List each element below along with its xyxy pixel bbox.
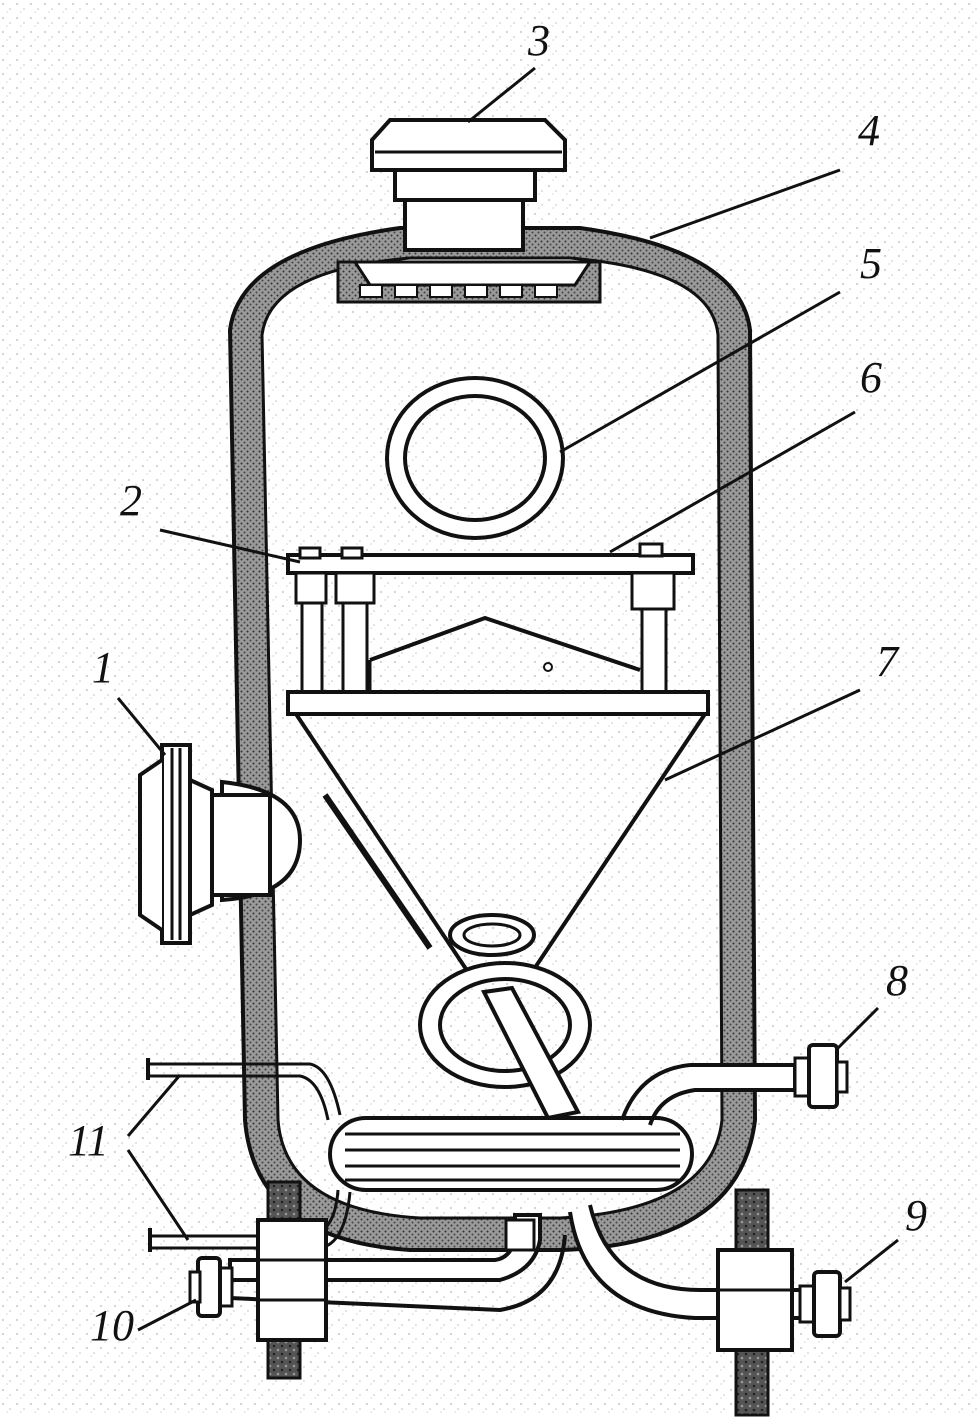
leader-1	[116, 697, 167, 756]
lower-pipe-left	[188, 1180, 567, 1380]
leader-3	[467, 66, 536, 124]
outlet-pipe-right	[620, 1043, 849, 1126]
label-9: 9	[905, 1191, 927, 1240]
label-1: 1	[92, 643, 114, 692]
lower-pipe-right	[568, 1188, 852, 1417]
leader-11a	[126, 1074, 182, 1137]
leader-10	[137, 1298, 197, 1332]
leader-2	[159, 528, 301, 564]
label-10: 10	[90, 1301, 134, 1350]
leader-5	[559, 290, 841, 454]
side-manhole	[138, 743, 303, 945]
leader-8	[836, 1006, 880, 1050]
label-8: 8	[886, 956, 908, 1005]
leader-9	[844, 1238, 899, 1284]
label-3: 3	[527, 16, 550, 65]
heating-coil	[328, 1116, 694, 1192]
label-5: 5	[860, 239, 882, 288]
support-frame	[286, 542, 695, 697]
label-11: 11	[68, 1116, 109, 1165]
top-sieve	[336, 260, 602, 304]
label-2: 2	[120, 476, 142, 525]
label-6: 6	[860, 353, 882, 402]
leader-11b	[126, 1149, 190, 1241]
label-7: 7	[876, 637, 900, 686]
leader-4	[649, 168, 841, 240]
leader-7	[664, 688, 861, 782]
filler-cap	[370, 118, 567, 252]
label-4: 4	[858, 106, 880, 155]
leader-lines	[116, 66, 899, 1332]
part-labels: 1 2 3 4 5 6 7 8 9 10 11	[68, 16, 927, 1350]
leader-6	[609, 410, 856, 554]
conical-hopper	[286, 690, 710, 992]
discharge-pipe	[480, 985, 582, 1121]
upper-sight-glass	[385, 376, 565, 540]
